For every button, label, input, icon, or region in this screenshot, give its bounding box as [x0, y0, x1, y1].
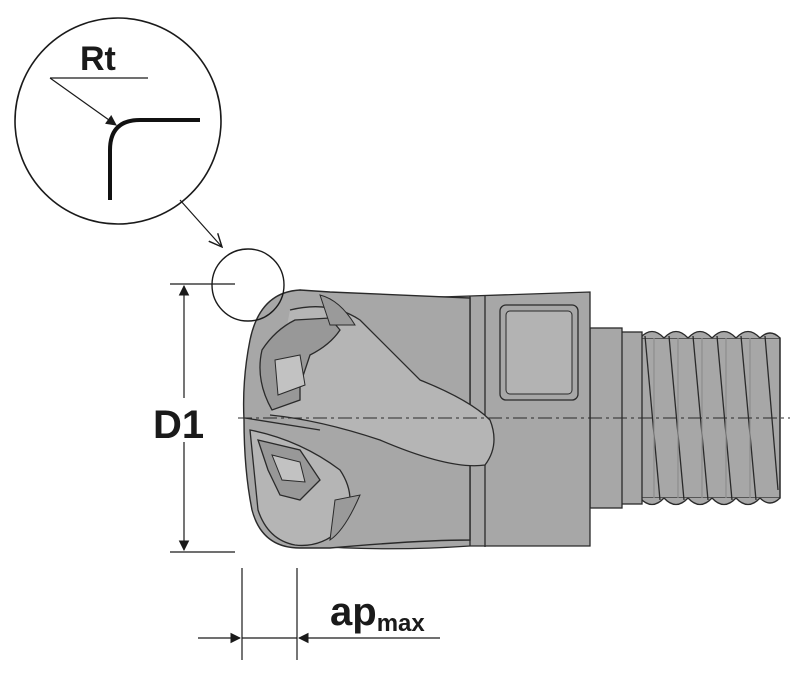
- apmax-label: apmax: [330, 590, 425, 637]
- d1-label: D1: [153, 403, 204, 447]
- corner-radius-profile: [108, 118, 200, 200]
- apmax-dimension: [198, 568, 440, 660]
- rt-label: Rt: [80, 40, 116, 78]
- apmax-label-main: ap: [330, 590, 377, 634]
- cutting-head: [242, 289, 495, 549]
- d1-label-bg: [150, 398, 212, 442]
- detail-magnified-circle: [14, 17, 222, 225]
- rt-leader-arrow: [49, 77, 117, 126]
- apmax-label-sub: max: [377, 610, 426, 637]
- detail-marker-circle: [211, 248, 285, 322]
- detail-leader-arrow: [179, 199, 222, 247]
